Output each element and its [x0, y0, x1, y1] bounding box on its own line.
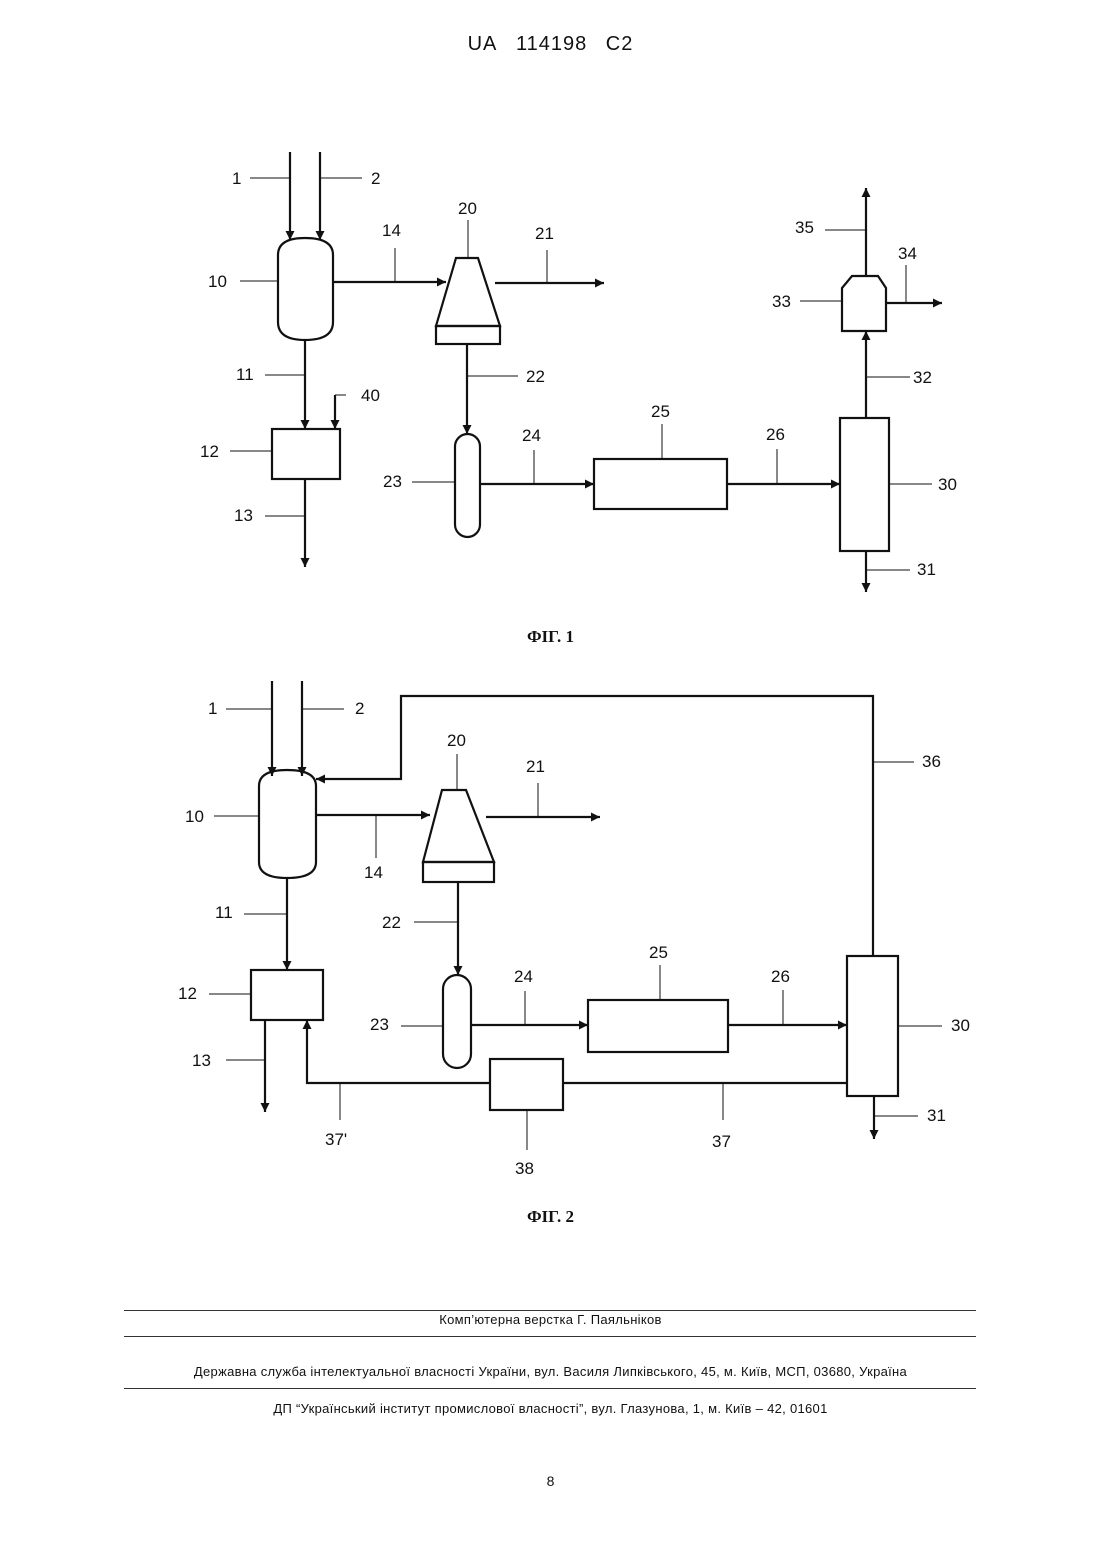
- label-26: 26: [766, 425, 785, 444]
- vessel-23: [455, 434, 480, 537]
- label-23: 23: [383, 472, 402, 491]
- vessel-23: [443, 975, 471, 1068]
- label-25: 25: [651, 402, 670, 421]
- label-24: 24: [522, 426, 541, 445]
- unit-12: [251, 970, 323, 1020]
- label-23: 23: [370, 1015, 389, 1034]
- page-number: 8: [0, 1473, 1101, 1489]
- label-12: 12: [200, 442, 219, 461]
- patent-country: UA: [468, 33, 498, 55]
- label-12: 12: [178, 984, 197, 1003]
- label-30: 30: [938, 475, 957, 494]
- vessel-10: [278, 238, 333, 340]
- label-40: 40: [361, 386, 380, 405]
- stream-37-prime: [307, 1020, 490, 1083]
- label-21: 21: [535, 224, 554, 243]
- separator-20: [436, 258, 500, 326]
- footer-typesetting: Комп’ютерна верстка Г. Паяльніков: [0, 1312, 1101, 1327]
- separator-20: [423, 790, 494, 862]
- unit-38: [490, 1059, 563, 1110]
- patent-kind: C2: [606, 33, 634, 55]
- label-31: 31: [917, 560, 936, 579]
- separator-20-base: [436, 326, 500, 344]
- label-11: 11: [236, 365, 254, 384]
- footer-rule-middle: [124, 1336, 976, 1337]
- separator-20-base: [423, 862, 494, 882]
- label-26: 26: [771, 967, 790, 986]
- label-34: 34: [898, 244, 917, 263]
- label-1: 1: [208, 699, 217, 718]
- column-30: [840, 418, 889, 551]
- label-30: 30: [951, 1016, 970, 1035]
- label-25: 25: [649, 943, 668, 962]
- label-14: 14: [382, 221, 401, 240]
- label-37-prime: 37': [325, 1130, 347, 1149]
- footer-rule-top: [124, 1310, 976, 1311]
- label-13: 13: [234, 506, 253, 525]
- figure-2-caption: ФІГ. 2: [0, 1207, 1101, 1227]
- footer-institute: ДП “Український інститут промислової вла…: [0, 1401, 1101, 1416]
- label-21: 21: [526, 757, 545, 776]
- label-22: 22: [382, 913, 401, 932]
- label-35: 35: [795, 218, 814, 237]
- label-10: 10: [185, 807, 204, 826]
- unit-12: [272, 429, 340, 479]
- label-38: 38: [515, 1159, 534, 1178]
- label-22: 22: [526, 367, 545, 386]
- vessel-10: [259, 770, 316, 878]
- label-33: 33: [772, 292, 791, 311]
- figure-1-caption: ФІГ. 1: [0, 627, 1101, 647]
- label-20: 20: [458, 199, 477, 218]
- label-1: 1: [232, 169, 241, 188]
- column-30: [847, 956, 898, 1096]
- label-2: 2: [355, 699, 364, 718]
- label-32: 32: [913, 368, 932, 387]
- label-36: 36: [922, 752, 941, 771]
- figure-2-diagram: 1 2 20 21 36 10 14 11 22 12 24 25 26 23 …: [0, 670, 1101, 1190]
- label-13: 13: [192, 1051, 211, 1070]
- label-31: 31: [927, 1106, 946, 1125]
- label-2: 2: [371, 169, 380, 188]
- patent-number: 114198: [516, 33, 587, 55]
- label-10: 10: [208, 272, 227, 291]
- vessel-33: [842, 276, 886, 331]
- unit-25: [594, 459, 727, 509]
- footer-agency: Державна служба інтелектуальної власност…: [0, 1364, 1101, 1379]
- unit-25: [588, 1000, 728, 1052]
- figure-1-diagram: 1 2 10 14 20 21 11 40 12 13 22 23 24 25 …: [0, 140, 1101, 610]
- label-20: 20: [447, 731, 466, 750]
- label-11: 11: [215, 903, 233, 922]
- label-37: 37: [712, 1132, 731, 1151]
- label-24: 24: [514, 967, 533, 986]
- label-14: 14: [364, 863, 383, 882]
- footer-rule-bottom: [124, 1388, 976, 1389]
- patent-header: UA 114198 C2: [0, 33, 1101, 56]
